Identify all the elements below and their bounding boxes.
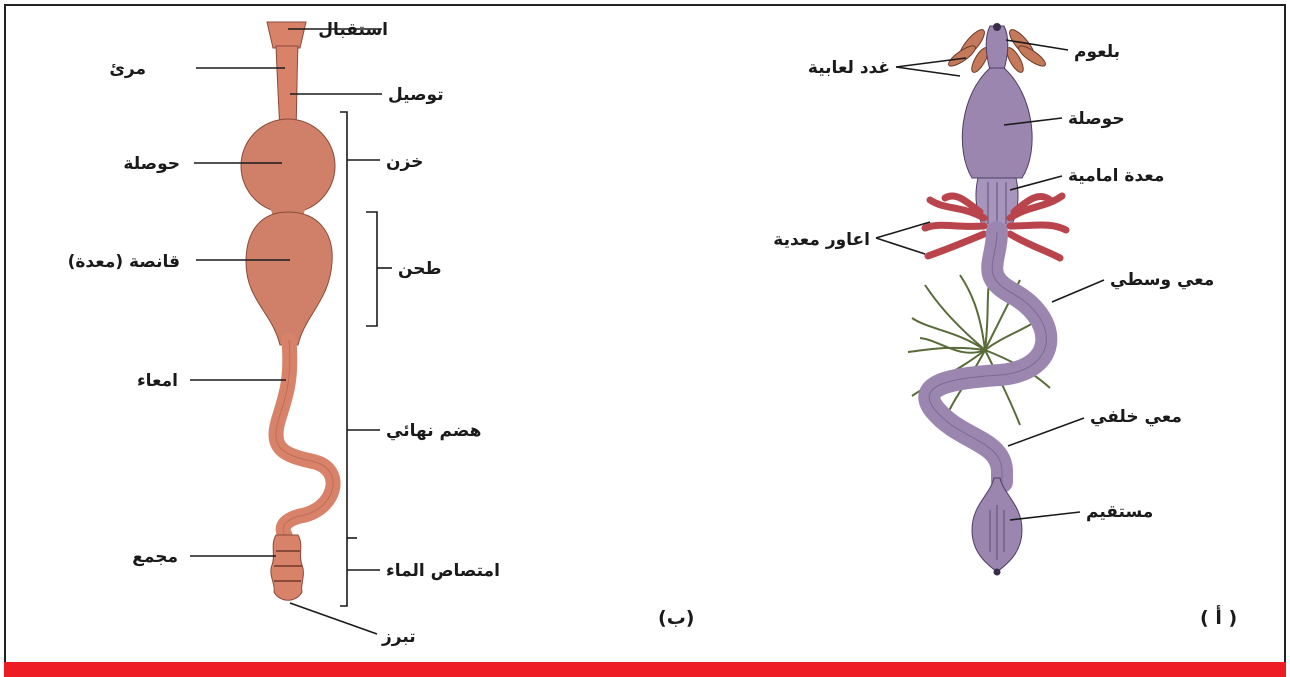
caption-panel-a: ( أ ) <box>1200 605 1237 629</box>
panel-a-digestive-tract <box>907 23 1070 576</box>
gizzard-sac <box>245 211 333 346</box>
accent-bar <box>4 662 1286 677</box>
label-conduction: توصيل <box>388 85 444 105</box>
panel-b-labels: استقبال مرئ توصيل خزن حوصلة قانصة (معدة)… <box>68 20 695 647</box>
label-crop-b: حوصلة <box>123 154 180 174</box>
label-crop-a: حوصلة <box>1068 109 1125 129</box>
label-final-digestion: هضم نهائي <box>386 421 481 441</box>
label-grinding: طحن <box>398 259 442 279</box>
panel-a-labels: بلعوم غدد لعابية حوصلة معدة امامية اعاور… <box>773 42 1237 629</box>
label-proventriculus: معدة امامية <box>1068 166 1164 186</box>
beak-funnel <box>266 21 307 49</box>
label-storage: خزن <box>386 152 423 172</box>
label-reception: استقبال <box>318 20 388 40</box>
label-hindgut: معي خلفي <box>1090 407 1182 427</box>
label-salivary-glands: غدد لعابية <box>808 58 890 78</box>
label-excretion: تبرز <box>381 627 416 647</box>
panel-b-digestive-tract <box>240 21 341 601</box>
label-cloaca: مجمع <box>132 547 178 567</box>
label-gizzard: قانصة (معدة) <box>68 252 180 272</box>
esophagus-tube <box>275 45 299 131</box>
crop-a <box>961 67 1033 179</box>
panel-b-leader-lines <box>190 28 392 635</box>
label-pharynx: بلعوم <box>1074 42 1120 62</box>
midgut-hindgut-coil <box>918 221 1058 493</box>
label-midgut: معي وسطي <box>1110 270 1214 290</box>
pharynx <box>985 25 1009 71</box>
salivary-glands <box>948 29 1046 73</box>
label-rectum: مستقيم <box>1086 502 1153 522</box>
caption-panel-b: (ب) <box>658 607 694 629</box>
panel-a-leader-lines <box>875 39 1105 521</box>
label-gastric-caeca: اعاور معدية <box>773 230 870 250</box>
cloaca-segments <box>270 534 304 601</box>
crop-sac <box>240 118 336 214</box>
intestine-coil <box>268 332 341 543</box>
gastric-caeca <box>921 192 1070 262</box>
label-intestines: امعاء <box>137 371 178 391</box>
label-esophagus: مرئ <box>109 59 146 79</box>
label-water-absorption: امتصاص الماء <box>386 561 500 581</box>
figure-frame <box>4 4 1286 673</box>
